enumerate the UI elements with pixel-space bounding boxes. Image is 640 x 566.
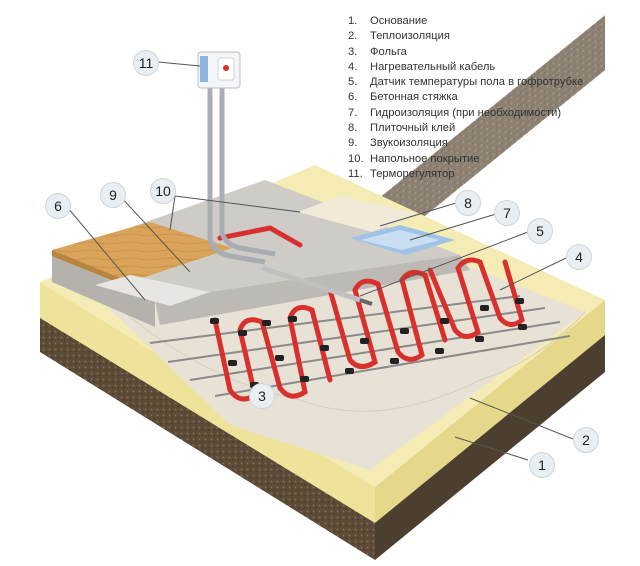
callout-4: 4 (566, 244, 592, 270)
callout-11: 11 (133, 50, 159, 76)
legend-item-text: Основание (370, 15, 428, 27)
legend-item-number: 6. (348, 91, 358, 104)
callout-3: 3 (249, 383, 275, 409)
legend-item-number: 2. (348, 30, 358, 43)
legend-item-text: Гидроизоляция (при необходимости) (370, 106, 562, 119)
legend-item: 2. Теплоизоляция (348, 29, 583, 44)
legend-item: 7. Гидроизоляция (при необходимости) (348, 106, 583, 121)
callout-5: 5 (527, 218, 553, 244)
thermostat (197, 51, 241, 89)
legend-item: 6. Бетонная стяжка (348, 90, 583, 105)
legend-item-number: 5. (348, 76, 358, 89)
wood-floor (52, 222, 232, 288)
callout-2: 2 (573, 427, 599, 453)
callout-1: 1 (529, 452, 555, 478)
legend-item-number: 8. (348, 122, 358, 135)
legend-item: 1. Основание (348, 14, 583, 29)
callout-6: 6 (45, 193, 71, 219)
legend-item-text: Теплоизоляция (370, 30, 450, 43)
legend-item: 3. Фольга (348, 45, 583, 60)
legend-item: 4. Нагревательный кабель (348, 60, 583, 75)
callout-10: 10 (150, 178, 176, 204)
legend-item: 5. Датчик температуры пола в гофротрубке (348, 75, 583, 90)
legend-item: 10. Напольное покрытие (348, 152, 583, 167)
legend-item-number: 11. (348, 167, 363, 180)
legend-item-number: 3. (348, 45, 358, 58)
sensor-tube (261, 265, 373, 306)
legend-item-text: Звукоизоляция (370, 137, 448, 150)
legend-item: 9. Звукоизоляция (348, 136, 583, 151)
legend-item-text: Нагревательный кабель (370, 60, 496, 73)
waterproofing (350, 225, 455, 255)
legend-item-text: Фольга (370, 45, 407, 58)
callout-9: 9 (100, 182, 126, 208)
legend-item-number: 1. (348, 15, 358, 27)
heating-cable (212, 225, 525, 402)
legend-item-number: 7. (348, 106, 358, 119)
legend-item: 11. Терморегулятор (348, 167, 583, 182)
callout-7: 7 (494, 200, 520, 226)
legend-item-text: Плиточный клей (370, 122, 456, 135)
sound-insulation (95, 275, 210, 306)
legend-item-text: Терморегулятор (370, 167, 455, 180)
legend-item-number: 4. (348, 60, 358, 73)
legend-item: 8. Плиточный клей (348, 121, 583, 136)
conduits (207, 88, 276, 265)
legend: 1. Основание 2. Теплоизоляция 3. Фольга 4. Нагр… (348, 14, 583, 182)
legend-item-number: 10. (348, 152, 364, 165)
callout-8: 8 (455, 190, 481, 216)
legend-item-text: Бетонная стяжка (370, 91, 458, 104)
legend-item-text: Датчик температуры пола в гофротрубке (370, 76, 584, 89)
cable-clips (210, 298, 527, 388)
legend-item-text: Напольное покрытие (370, 152, 480, 165)
legend-item-number: 9. (348, 137, 358, 150)
leader-lines (67, 61, 574, 461)
